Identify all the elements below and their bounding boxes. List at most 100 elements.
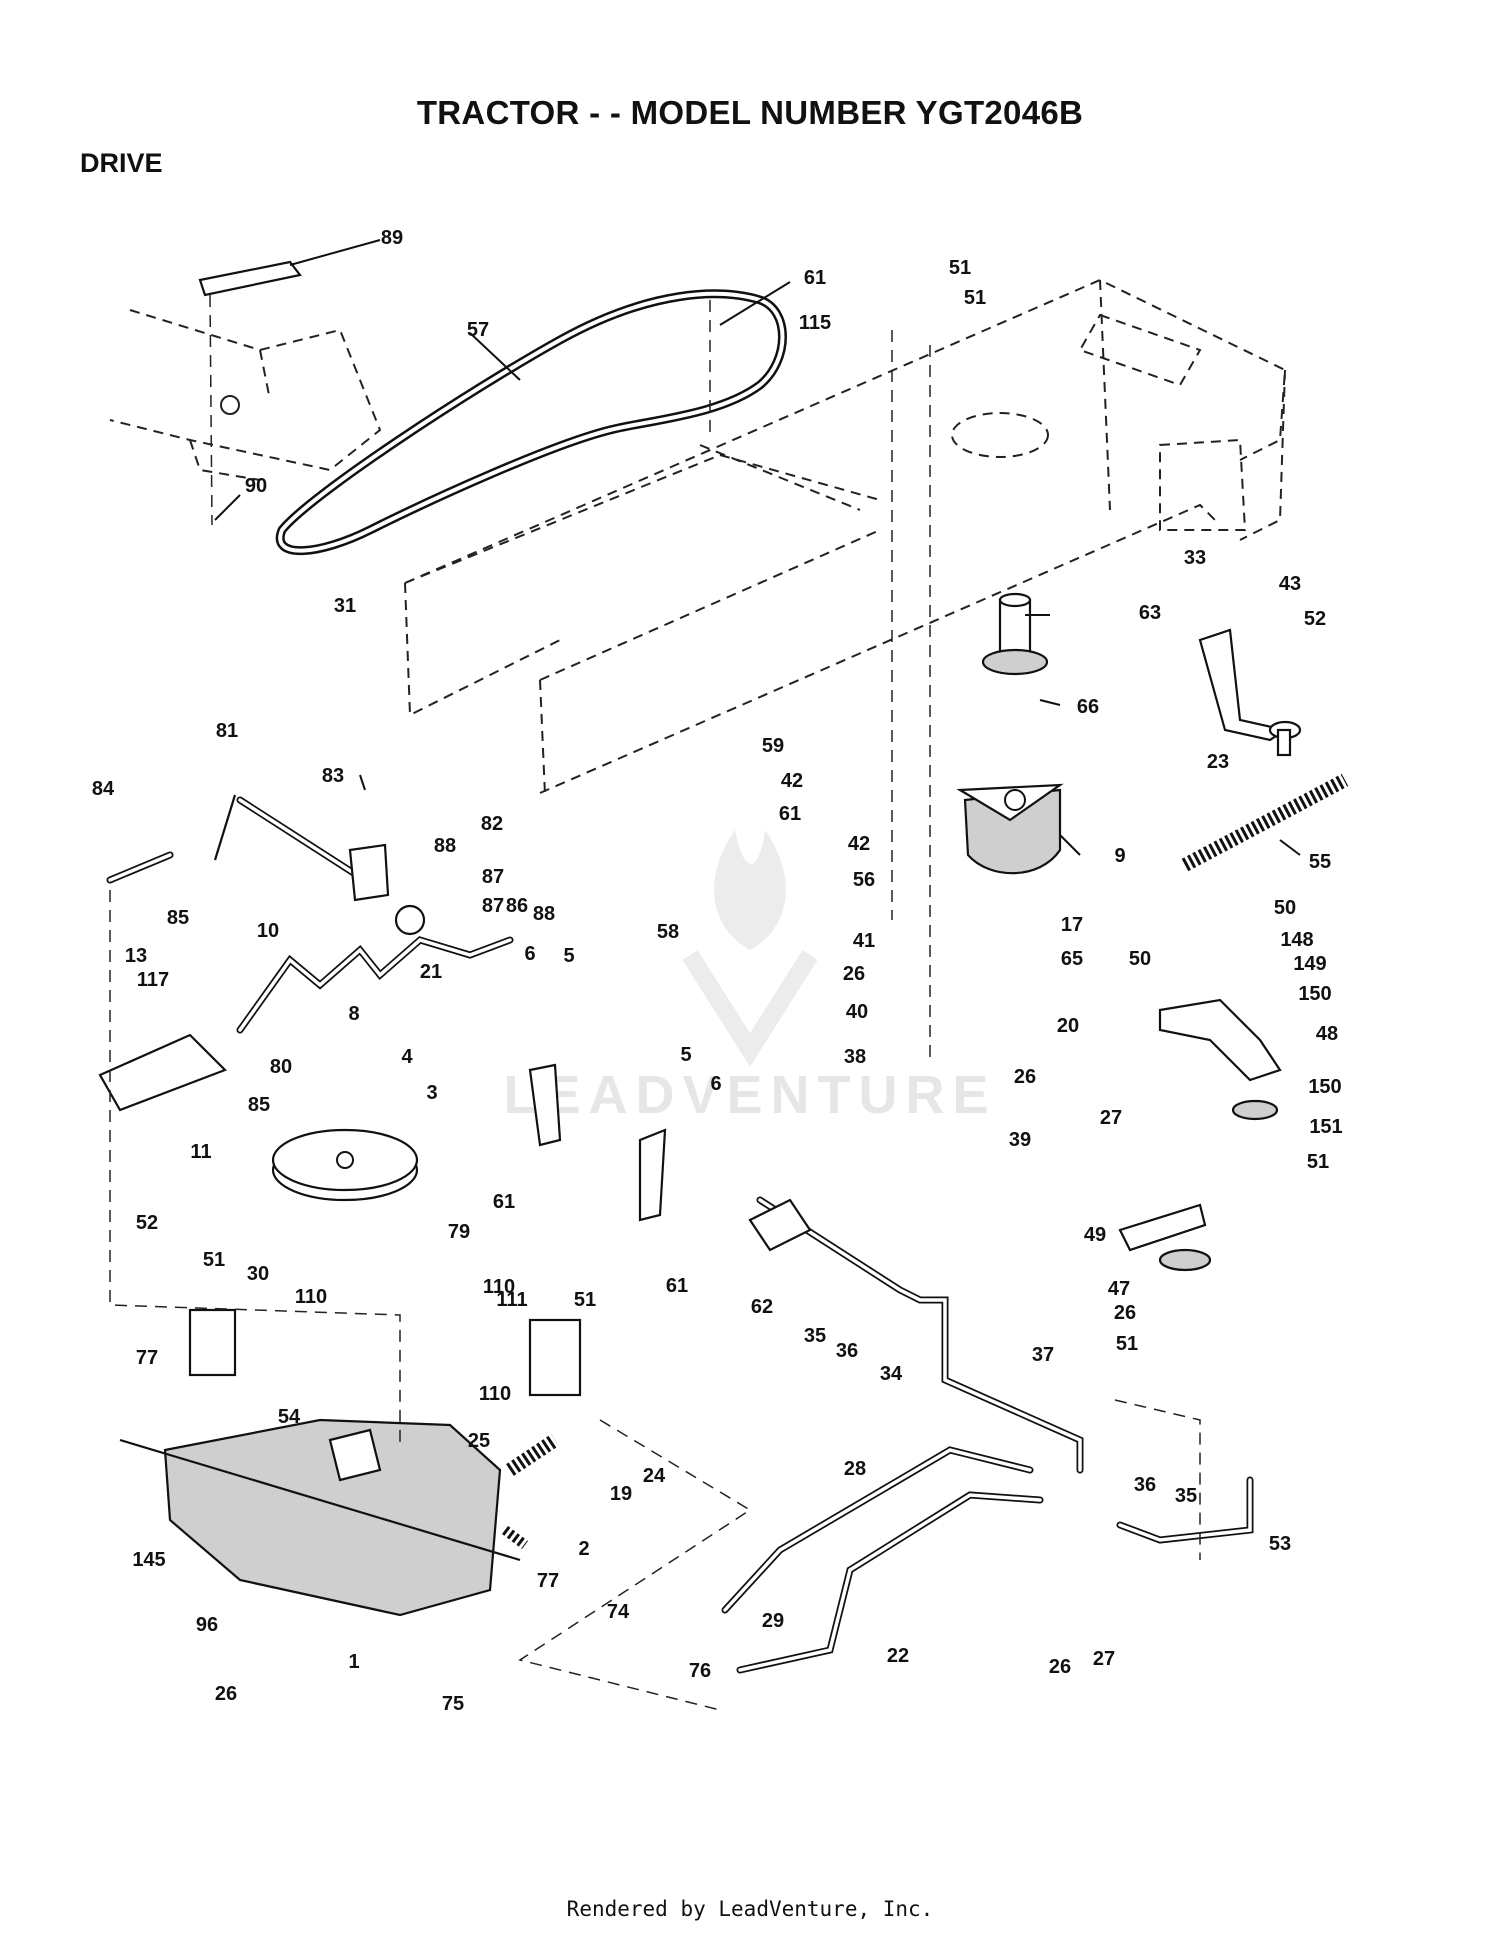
callout-75: 75 [442,1693,464,1715]
callout-51: 51 [964,287,986,309]
part-23-bracket [1198,628,1302,757]
callout-42: 42 [848,833,870,855]
callout-23: 23 [1207,751,1229,773]
callout-6: 6 [524,943,535,965]
watermark-v-icon [682,950,818,1067]
callout-62: 62 [751,1296,773,1318]
callout-87: 87 [482,866,504,888]
callout-20: 20 [1057,1015,1079,1037]
callout-56: 56 [853,869,875,891]
callout-81: 81 [216,720,238,742]
callout-151: 151 [1309,1116,1342,1138]
callout-66: 66 [1077,696,1099,718]
callout-36: 36 [836,1340,858,1362]
callout-43: 43 [1279,573,1301,595]
callout-59: 59 [762,735,784,757]
callout-48: 48 [1316,1023,1338,1045]
callout-82: 82 [481,813,503,835]
part-3-pulley [271,1128,419,1202]
callout-110: 110 [479,1383,511,1405]
callout-148: 148 [1280,929,1313,951]
callout-34: 34 [880,1363,903,1385]
callout-26: 26 [215,1683,237,1705]
callout-42: 42 [781,770,803,792]
callout-145: 145 [132,1549,165,1571]
part-111-bracket [528,1318,582,1397]
callout-50: 50 [1129,948,1151,970]
callout-5: 5 [680,1044,691,1066]
callout-61: 61 [666,1275,688,1297]
rod-34-shaft [756,1196,1084,1474]
footer-credit: Rendered by LeadVenture, Inc. [566,1897,934,1921]
part-25-spring [506,1434,559,1476]
part-5b-bracket [638,1128,667,1222]
callout-8: 8 [348,1003,359,1025]
tractor-frame [404,278,1287,796]
callout-6: 6 [710,1073,721,1095]
callout-90: 90 [245,475,267,497]
callout-54: 54 [278,1406,301,1428]
part-47-pulley [1158,1248,1212,1272]
callout-65: 65 [1061,948,1083,970]
part-48-bracket [1158,998,1282,1082]
callout-38: 38 [844,1046,866,1068]
callout-24: 24 [643,1465,666,1487]
part-21-knob [394,904,426,936]
callout-149: 149 [1293,953,1326,975]
callout-47: 47 [1108,1278,1130,1300]
callout-26: 26 [1049,1656,1071,1678]
shift-rod-8 [236,936,514,1034]
part-5-bracket [528,1063,562,1147]
callout-27: 27 [1093,1648,1115,1670]
callout-74: 74 [607,1601,630,1623]
part-150-pulley [1231,1099,1279,1121]
section-heading: DRIVE [80,148,163,178]
callout-33: 33 [1184,547,1206,569]
callout-13: 13 [125,945,147,967]
callout-150: 150 [1298,983,1331,1005]
callout-3: 3 [426,1082,437,1104]
callout-57: 57 [467,319,489,341]
page-title: TRACTOR - - MODEL NUMBER YGT2046B [416,94,1084,131]
callout-150: 150 [1308,1076,1341,1098]
callout-37: 37 [1032,1344,1054,1366]
callout-27: 27 [1100,1107,1122,1129]
callout-17: 17 [1061,914,1083,936]
callout-83: 83 [322,765,344,787]
callout-85: 85 [167,907,189,929]
callout-5: 5 [563,945,574,967]
callout-77: 77 [136,1347,158,1369]
callout-21: 21 [420,961,442,983]
fender-outline [109,309,382,481]
callout-110: 110 [295,1286,327,1308]
rod-22 [736,1491,1044,1674]
callout-53: 53 [1269,1533,1291,1555]
callout-26: 26 [1014,1066,1036,1088]
part-63-spindle [981,592,1049,676]
rod-28 [721,1446,1034,1614]
callout-49: 49 [1084,1224,1106,1246]
part-30-bracket [188,1308,237,1377]
callout-80: 80 [270,1056,292,1078]
watermark-flame-icon [714,830,786,950]
callout-51: 51 [949,257,971,279]
part-89-plate [198,260,302,526]
callout-22: 22 [887,1645,909,1667]
rod-53 [1116,1476,1254,1544]
callout-96: 96 [196,1614,218,1636]
callout-51: 51 [574,1289,596,1311]
callout-61: 61 [804,267,826,289]
callout-87: 87 [482,895,504,917]
part-1-transaxle [119,1418,521,1617]
callout-52: 52 [1304,608,1326,630]
part-62-sleeve [748,1198,812,1252]
callout-110: 110 [483,1276,515,1298]
callout-63: 63 [1139,602,1161,624]
callout-88: 88 [434,835,456,857]
callout-40: 40 [846,1001,868,1023]
callout-1: 1 [348,1651,359,1673]
part-84-lever [106,851,174,884]
callout-35: 35 [1175,1485,1197,1507]
